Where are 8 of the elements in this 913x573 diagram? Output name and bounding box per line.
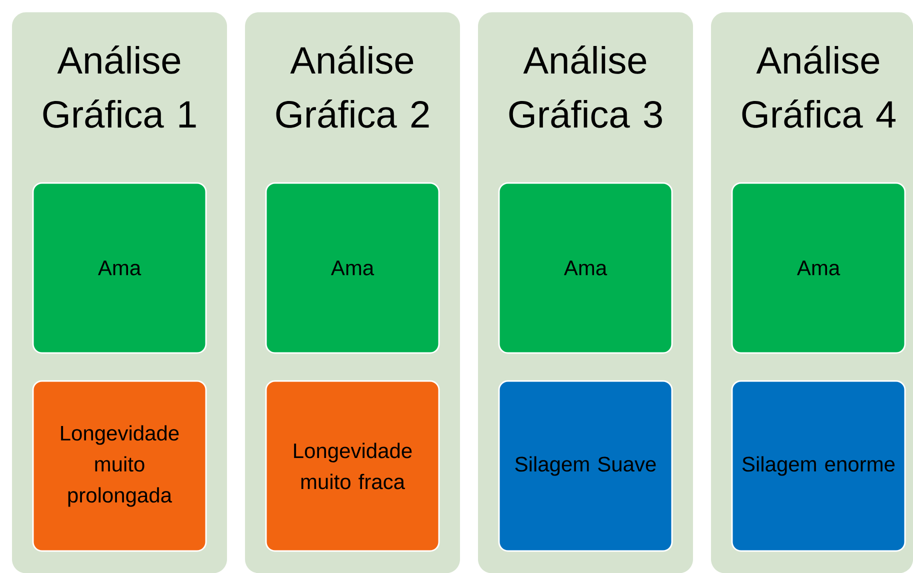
card-box: Ama xyxy=(498,182,673,354)
card-box: Longevidade muito fraca xyxy=(265,380,440,552)
card-box: Ama xyxy=(32,182,207,354)
card-box: Silagem enorme xyxy=(731,380,906,552)
card-box: Longevidade muito prolongada xyxy=(32,380,207,552)
card-box: Ama xyxy=(265,182,440,354)
card-box: Ama xyxy=(731,182,906,354)
card-box: Silagem Suave xyxy=(498,380,673,552)
